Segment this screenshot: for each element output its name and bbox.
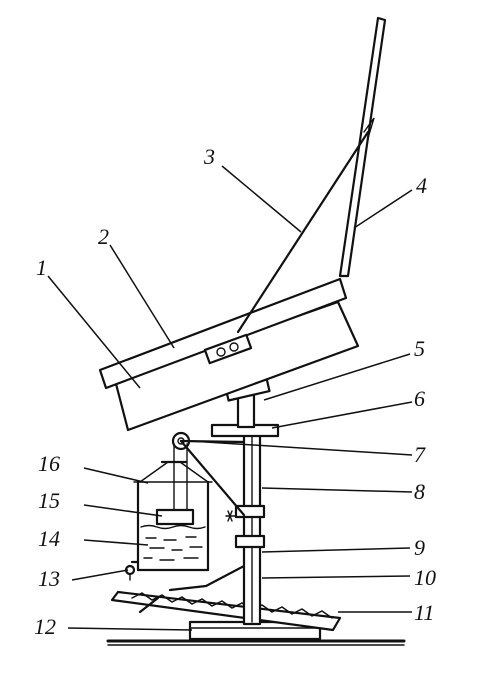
upper-collar <box>234 504 266 519</box>
callout-15: 15 <box>38 488 60 513</box>
float <box>155 508 195 526</box>
ground-line <box>106 639 406 646</box>
callout-labels: 1 2 3 4 5 6 7 8 9 10 11 12 13 14 15 16 <box>34 144 436 639</box>
support-arm <box>168 564 246 592</box>
lower-collar <box>234 534 266 549</box>
callout-16: 16 <box>38 451 60 476</box>
callout-4: 4 <box>416 173 427 198</box>
tie-rod-hook <box>363 117 375 139</box>
callout-8: 8 <box>414 479 425 504</box>
callout-10: 10 <box>414 565 436 590</box>
callout-12: 12 <box>34 614 56 639</box>
vertical-column <box>242 430 262 626</box>
callout-6: 6 <box>414 386 425 411</box>
leader-lines <box>47 165 413 631</box>
fixing-screw <box>225 510 237 522</box>
callout-5: 5 <box>414 336 425 361</box>
vessel-hanger <box>139 460 209 483</box>
inclined-screw-rack <box>110 590 342 632</box>
callout-9: 9 <box>414 535 425 560</box>
callout-2: 2 <box>98 224 109 249</box>
float-cord <box>173 443 188 511</box>
callout-11: 11 <box>414 600 434 625</box>
callout-14: 14 <box>38 526 60 551</box>
water-surface <box>140 524 206 561</box>
hinge-block <box>203 333 253 365</box>
reflector-plate <box>338 16 387 278</box>
callout-7: 7 <box>414 442 426 467</box>
pulley <box>171 431 246 517</box>
drain-tap <box>124 560 140 581</box>
callout-1: 1 <box>36 255 47 280</box>
cover-plate <box>98 277 348 390</box>
callout-3: 3 <box>203 144 215 169</box>
tie-rod <box>236 130 370 334</box>
callout-13: 13 <box>38 566 60 591</box>
